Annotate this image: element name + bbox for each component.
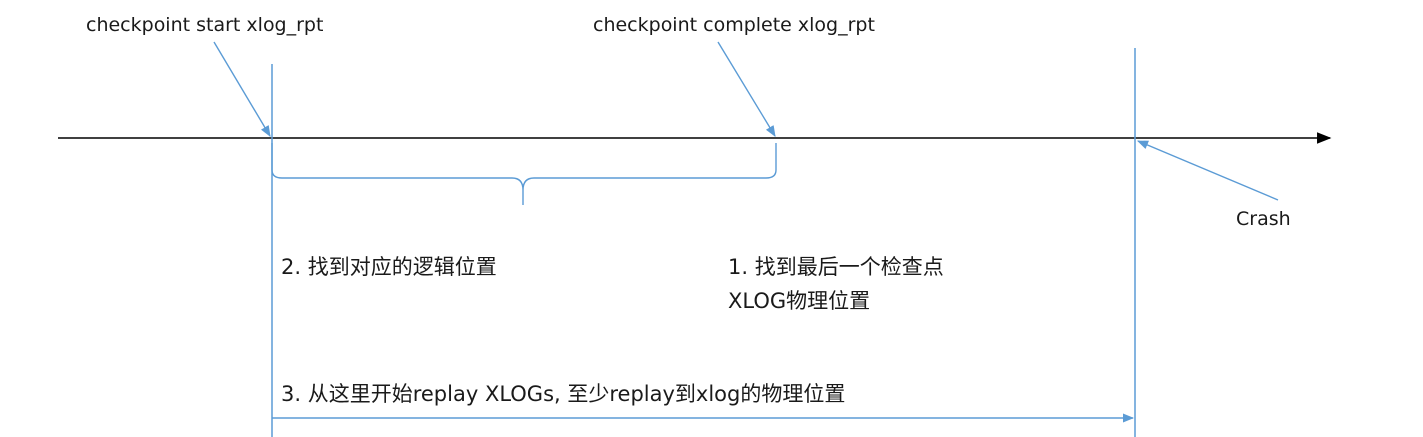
checkpoint-complete-label: checkpoint complete xlog_rpt [593, 14, 875, 36]
step2-label: 2. 找到对应的逻辑位置 [281, 255, 497, 279]
step1-label: 1. 找到最后一个检查点 XLOG物理位置 [728, 250, 944, 318]
checkpoint-start-callout-arrow [213, 41, 271, 137]
checkpoint-complete-callout-arrow [717, 41, 776, 137]
crash-callout-arrow [1136, 140, 1279, 201]
step1-label-line1: 1. 找到最后一个检查点 [728, 255, 944, 279]
crash-label: Crash [1236, 208, 1291, 230]
checkpoint-start-label: checkpoint start xlog_rpt [86, 14, 324, 36]
checkpoint-interval-brace [271, 143, 777, 205]
step1-label-line2: XLOG物理位置 [728, 289, 871, 313]
step3-label: 3. 从这里开始replay XLOGs, 至少replay到xlog的物理位置 [281, 382, 846, 406]
